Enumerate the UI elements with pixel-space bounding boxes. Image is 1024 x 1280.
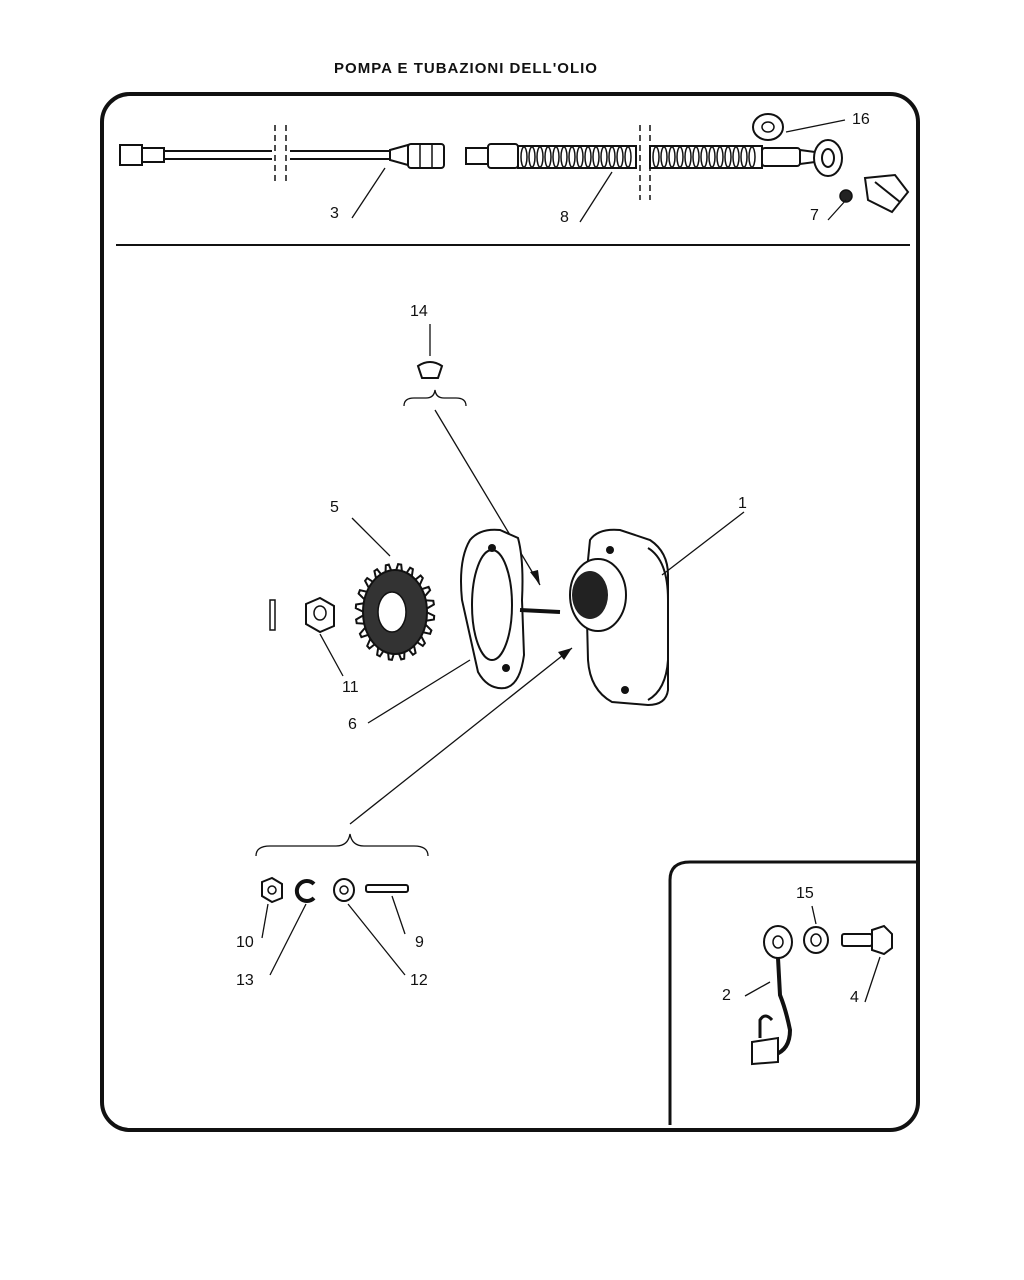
part-14-key bbox=[403, 324, 541, 586]
part-10-nut bbox=[261, 876, 283, 939]
callout-11: 11 bbox=[342, 679, 359, 696]
callout-12: 12 bbox=[410, 972, 428, 989]
part-1-oil-pump bbox=[519, 511, 745, 707]
callout-16: 16 bbox=[852, 111, 870, 128]
callout-8: 8 bbox=[560, 209, 569, 226]
inset-frame bbox=[668, 860, 918, 1125]
callout-5: 5 bbox=[330, 499, 339, 516]
part-5-helical-gear bbox=[351, 517, 436, 662]
part-2-oil-pipe bbox=[744, 925, 793, 1066]
part-12-flat-washer bbox=[333, 878, 406, 976]
part-4-banjo-screw bbox=[841, 924, 893, 1003]
part-6-gasket bbox=[367, 528, 526, 724]
callout-7: 7 bbox=[810, 207, 819, 224]
callout-13: 13 bbox=[236, 972, 254, 989]
page-title: POMPA E TUBAZIONI DELL'OLIO bbox=[334, 60, 598, 77]
callout-3: 3 bbox=[330, 205, 339, 222]
callout-1: 1 bbox=[738, 495, 747, 512]
part-7-banjo-bolt bbox=[827, 173, 910, 221]
callout-6: 6 bbox=[348, 716, 357, 733]
part-9-stud bbox=[365, 884, 409, 935]
callout-15: 15 bbox=[796, 885, 814, 902]
part-11-nut bbox=[269, 596, 344, 677]
callout-10: 10 bbox=[236, 934, 254, 951]
part-3-rigid-oil-pipe bbox=[119, 125, 445, 219]
callout-4: 4 bbox=[850, 989, 859, 1006]
callout-2: 2 bbox=[722, 987, 731, 1004]
part-15-washer bbox=[803, 905, 829, 954]
part-8-flexible-oil-hose bbox=[465, 125, 843, 223]
part-13-lock-washer bbox=[269, 879, 316, 976]
part-16-washer bbox=[752, 113, 846, 141]
callout-9: 9 bbox=[415, 934, 424, 951]
callout-14: 14 bbox=[410, 303, 428, 320]
diagram-frame bbox=[100, 92, 920, 1132]
